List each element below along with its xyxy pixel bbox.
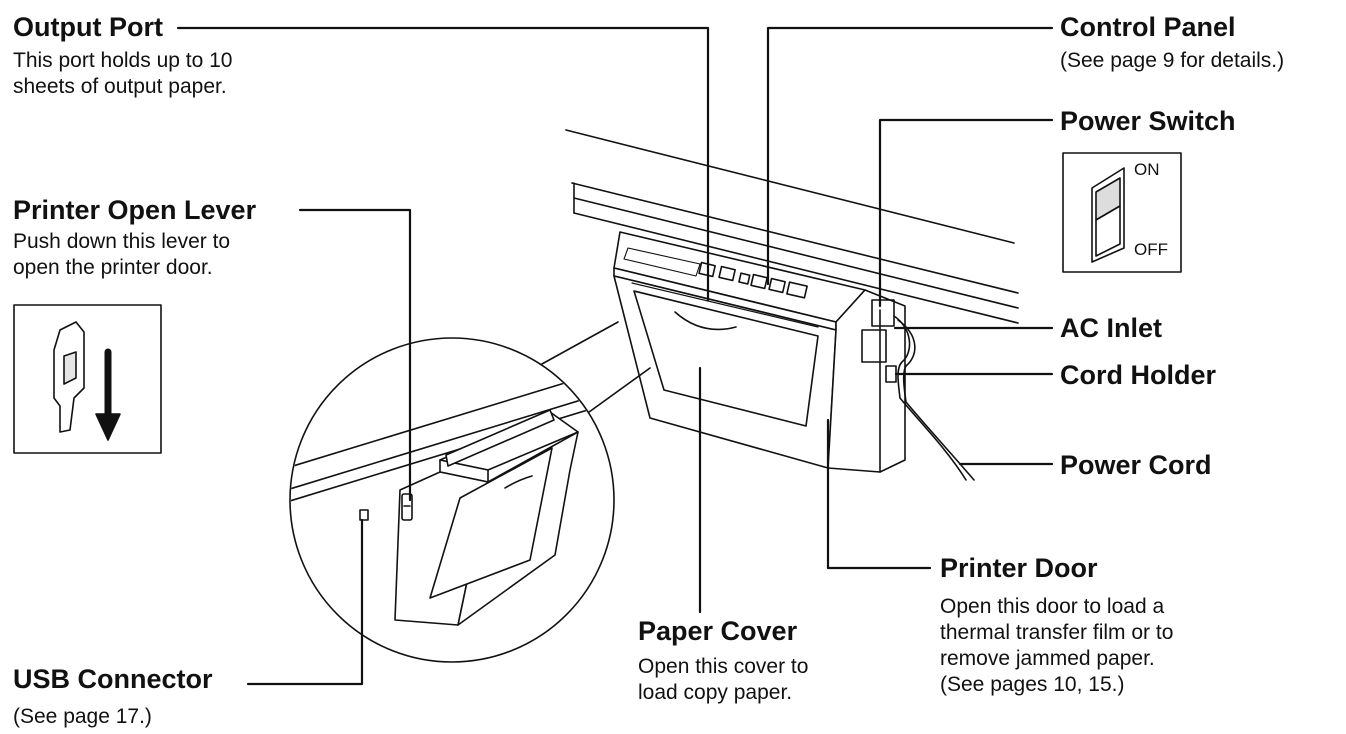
- output-port-desc: This port holds up to 10 sheets of outpu…: [13, 49, 233, 98]
- printer-door-title: Printer Door: [940, 553, 1098, 583]
- usb-connector-title: USB Connector: [13, 664, 213, 694]
- board-edge: [565, 129, 1019, 324]
- power-switch-title: Power Switch: [1060, 106, 1236, 136]
- printer-open-lever-desc: Push down this lever to open the printer…: [13, 230, 231, 279]
- power-switch-off-label: OFF: [1134, 240, 1168, 259]
- magnified-view: [289, 337, 615, 663]
- callout-lines: [176, 26, 1054, 686]
- lever-down-arrow-icon: [13, 304, 162, 454]
- printer-open-lever-title: Printer Open Lever: [13, 195, 257, 225]
- ac-inlet-title: AC Inlet: [1060, 313, 1163, 343]
- power-cord-title: Power Cord: [1060, 450, 1212, 480]
- paper-cover-title: Paper Cover: [638, 616, 798, 646]
- control-panel-desc: (See page 9 for details.): [1060, 49, 1285, 72]
- output-port-title: Output Port: [13, 12, 163, 42]
- cord-holder-title: Cord Holder: [1060, 360, 1217, 390]
- usb-connector-desc: (See page 17.): [13, 705, 152, 728]
- power-switch-icon: [1062, 152, 1182, 273]
- printer-door-desc: Open this door to load a thermal transfe…: [940, 595, 1174, 696]
- power-switch-on-label: ON: [1134, 160, 1160, 179]
- paper-cover-desc: Open this cover to load copy paper.: [638, 655, 809, 704]
- control-panel-title: Control Panel: [1060, 12, 1236, 42]
